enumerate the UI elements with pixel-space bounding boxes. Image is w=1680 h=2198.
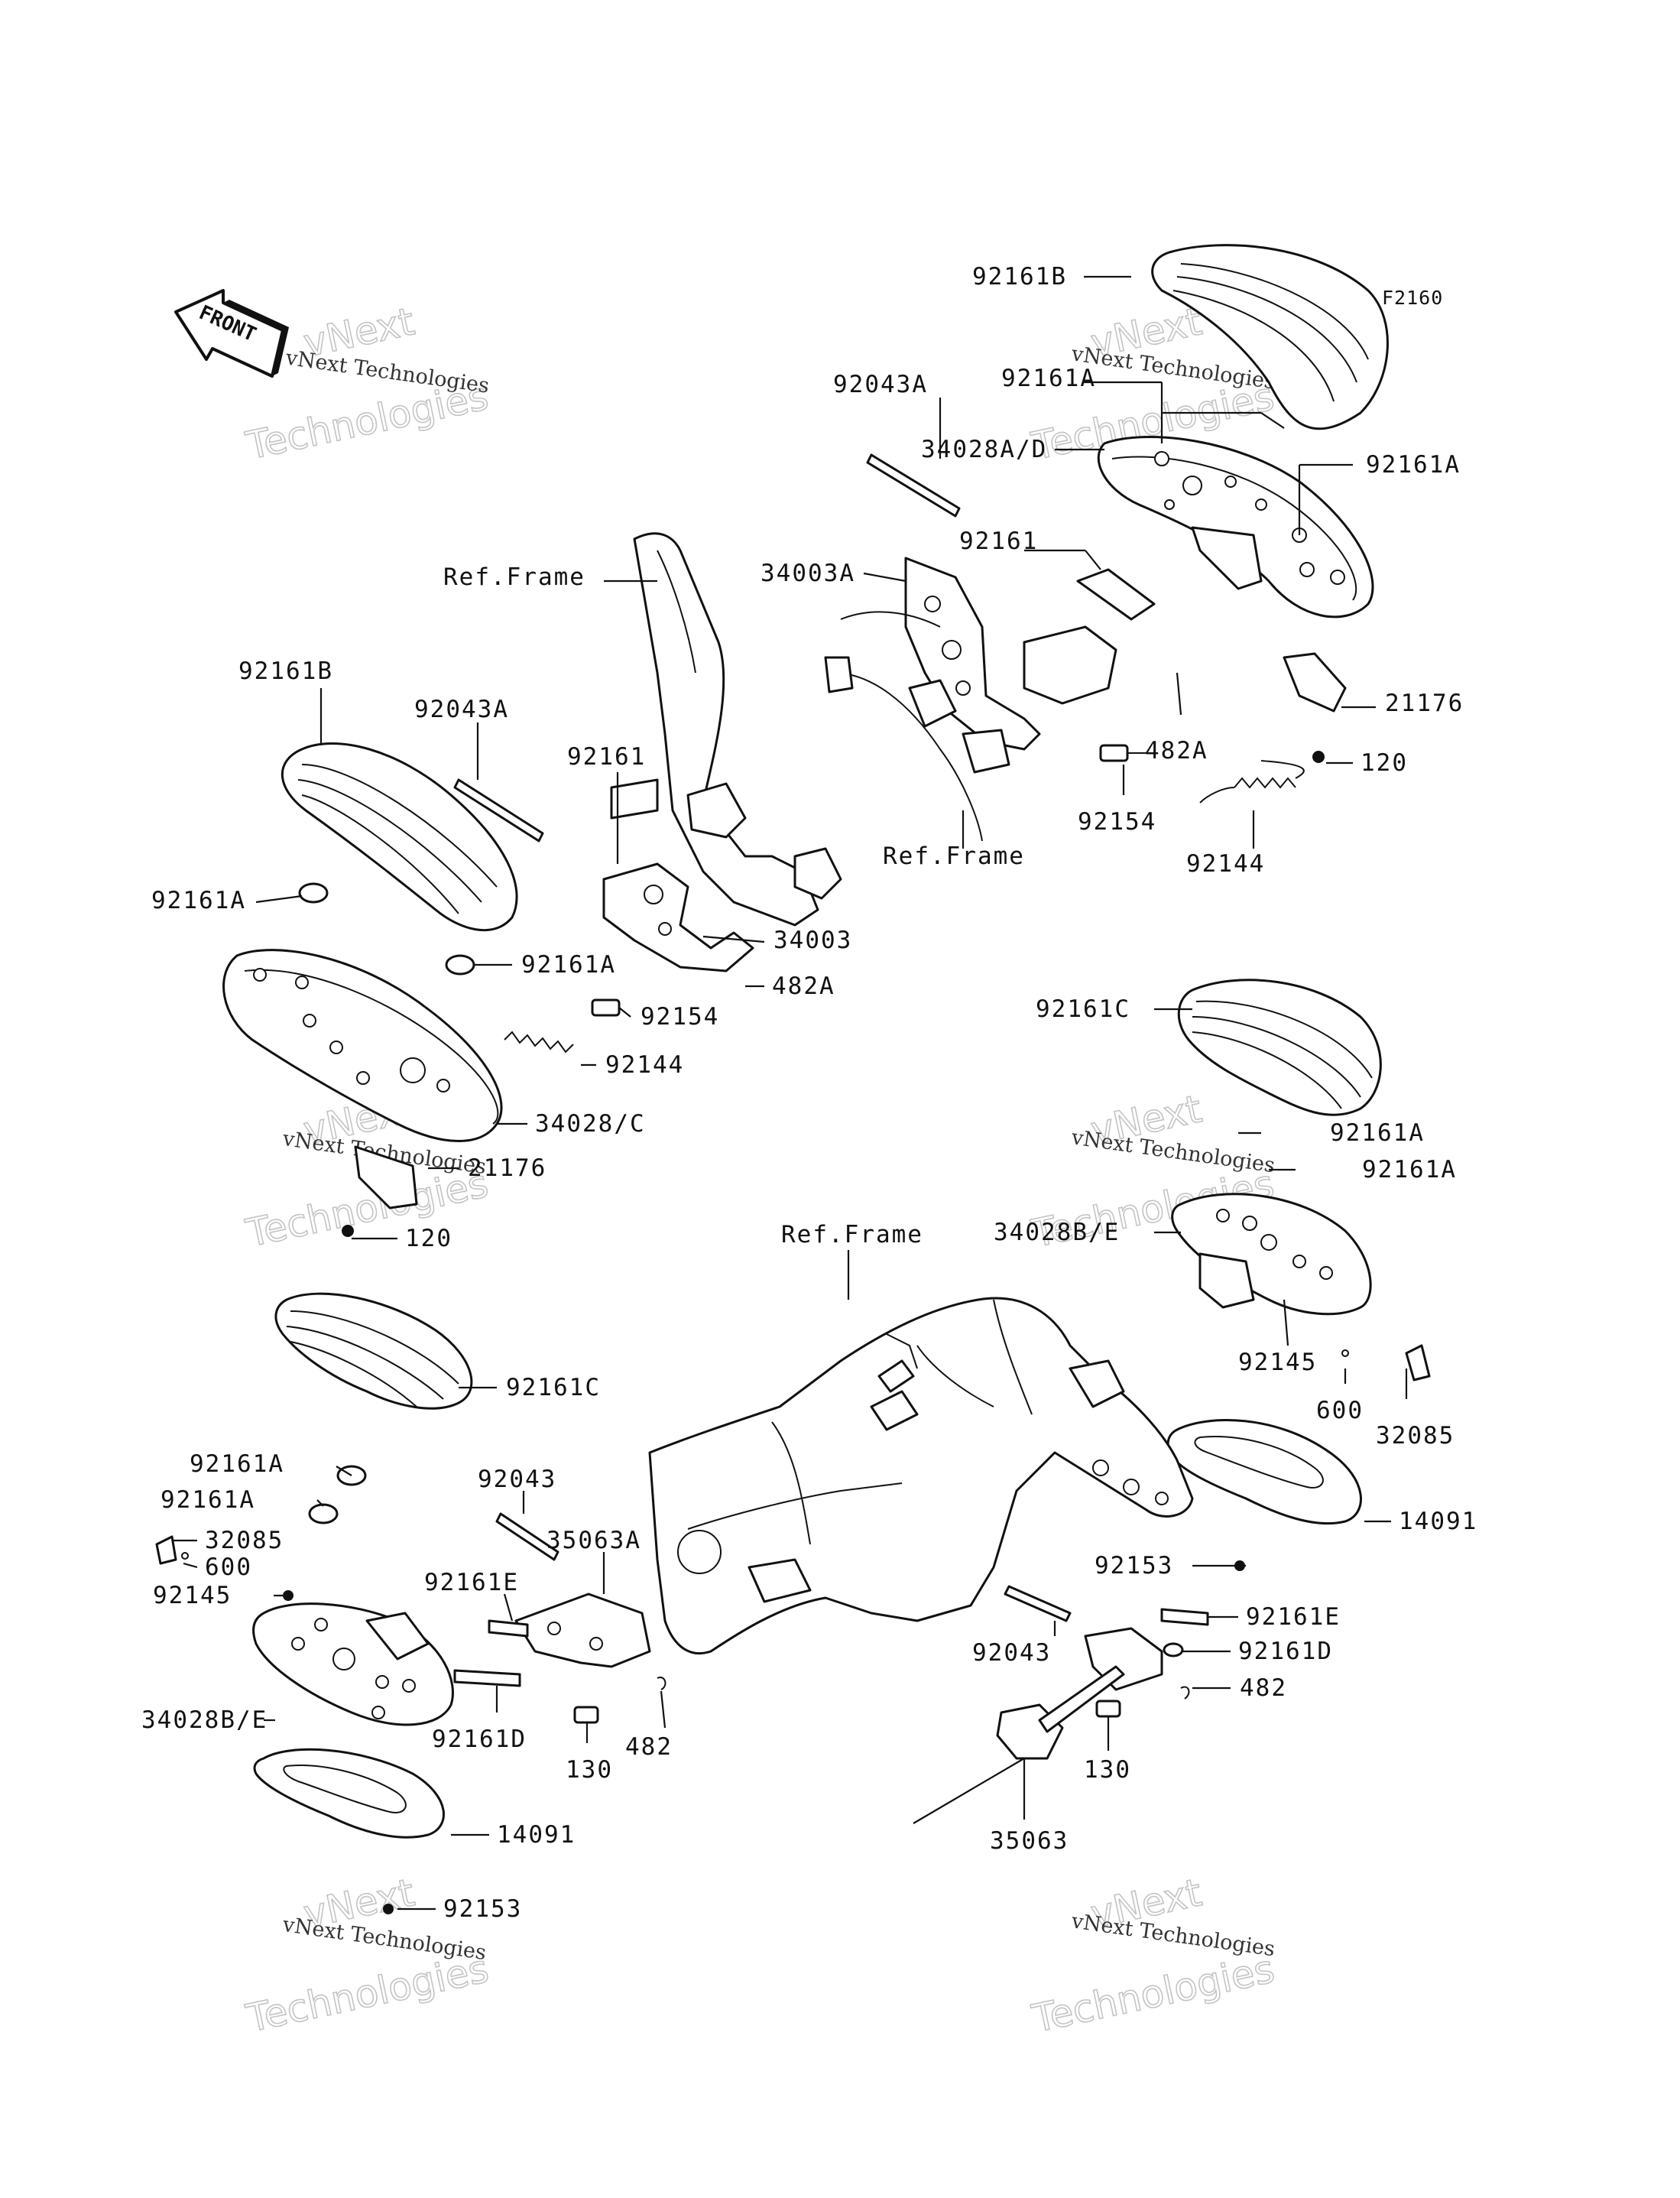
return-spring-upper-right [1199, 760, 1305, 804]
callout-34028BE-right: 34028B/E [994, 1219, 1120, 1246]
callout-34003A: 34003A [761, 560, 855, 587]
callout-21176-top: 21176 [1385, 690, 1464, 717]
callout-92144-left: 92144 [605, 1051, 684, 1079]
floorboard-cover-middle-right [1166, 1344, 1431, 1571]
callout-92161-left: 92161 [567, 743, 646, 771]
callout-92153-left: 92153 [443, 1895, 522, 1923]
callout-92161-top: 92161 [959, 528, 1038, 555]
callout-35063A: 35063A [546, 1527, 641, 1554]
frame-section-center [633, 532, 842, 927]
bolt-92154-upper [1099, 744, 1146, 762]
callout-32085-right: 32085 [1376, 1422, 1455, 1450]
leader-lines [172, 275, 1408, 1911]
floorboard-pad-lower-left [274, 1292, 473, 1410]
callout-34028C: 34028/C [535, 1110, 646, 1138]
callout-34028AD: 34028A/D [921, 436, 1047, 463]
return-spring-upper-left [504, 1031, 574, 1054]
callout-130-right: 130 [1084, 1756, 1131, 1784]
callout-482A-top: 482A [1145, 737, 1208, 765]
front-arrow-icon: FRONT [174, 289, 289, 378]
callout-92043A-top: 92043A [833, 371, 928, 398]
floorboard-base-middle-right [1171, 1193, 1372, 1316]
pivot-pin-upper-right [866, 453, 961, 518]
callout-14091-left: 14091 [497, 1821, 576, 1849]
callout-92161C-right: 92161C [1036, 995, 1130, 1023]
bracket-lower-center [453, 1512, 666, 1724]
callout-92161B-left: 92161B [238, 657, 333, 685]
callout-92161B-top: 92161B [972, 263, 1067, 291]
callout-600-left: 600 [205, 1554, 252, 1581]
callout-32085-left: 32085 [205, 1527, 284, 1554]
callout-ref-frame-left: Ref.Frame [443, 563, 585, 591]
callout-120-left: 120 [405, 1225, 452, 1252]
floorboard-base-lower-left [252, 1602, 454, 1726]
callout-600-right: 600 [1316, 1397, 1364, 1424]
callout-92145-right: 92145 [1238, 1349, 1317, 1376]
callout-130-left: 130 [566, 1756, 613, 1784]
floorboard-pad-upper-right [1151, 244, 1389, 430]
callout-92153-right: 92153 [1095, 1552, 1173, 1580]
callout-34028BE-left: 34028B/E [141, 1706, 268, 1734]
callout-ref-frame-lower: Ref.Frame [781, 1221, 923, 1248]
callout-92161A-right-1: 92161A [1330, 1119, 1425, 1147]
callout-92161A-top: 92161A [1001, 365, 1096, 392]
floorboard-cover-lower-left [253, 1748, 445, 1914]
callout-92161A-right-2: 92161A [1362, 1156, 1457, 1183]
small-parts-upper-left [298, 882, 621, 1237]
callout-92154-top: 92154 [1078, 808, 1156, 836]
floorboard-base-upper-left [222, 949, 503, 1142]
callout-482-right: 482 [1240, 1674, 1287, 1702]
figure-code: F2160 [1382, 287, 1443, 309]
callout-92145-left: 92145 [153, 1582, 232, 1609]
callout-92161A-left: 92161A [151, 887, 246, 914]
callout-ref-frame-right: Ref.Frame [883, 843, 1025, 870]
floorboard-base-upper-right [1097, 436, 1374, 618]
svg-text:Technologies: Technologies [1028, 1946, 1278, 2041]
callout-92043-left: 92043 [478, 1466, 556, 1493]
bracket-upper-right [824, 557, 1156, 842]
callout-92154-left: 92154 [641, 1003, 719, 1031]
callout-482-left: 482 [625, 1733, 673, 1761]
callout-21176-left: 21176 [468, 1154, 546, 1182]
bracket-lower-right [996, 1585, 1209, 1760]
small-parts-lower-left [155, 1465, 367, 1601]
callout-92144-top: 92144 [1186, 850, 1265, 878]
callout-92161A-lower-left-2: 92161A [161, 1486, 255, 1514]
callout-92043-right: 92043 [972, 1639, 1051, 1667]
callout-92161A-lower-left-1: 92161A [190, 1450, 284, 1478]
callout-92161C-lower-left: 92161C [506, 1374, 601, 1401]
callout-482A-left: 482A [772, 972, 835, 1000]
callout-92161D-left: 92161D [432, 1726, 527, 1753]
frame-section-lower [648, 1297, 1194, 1655]
callout-92161E-right: 92161E [1246, 1603, 1341, 1631]
callout-labels: 92161B 92161A 92043A 34028A/D 92161A 921… [141, 263, 1477, 1923]
callout-92161A-top-right: 92161A [1366, 451, 1461, 479]
callout-92043A-left: 92043A [414, 696, 509, 723]
callout-92161D-right: 92161D [1238, 1638, 1333, 1665]
stop-bracket-upper-right [1283, 652, 1347, 763]
callout-14091-right: 14091 [1399, 1508, 1477, 1535]
callout-34003: 34003 [774, 927, 852, 954]
floorboard-pad-middle-right [1177, 979, 1382, 1116]
svg-text:vNext Technologies: vNext Technologies [284, 346, 491, 398]
callout-92161E-left: 92161E [424, 1569, 519, 1596]
callout-35063: 35063 [990, 1827, 1069, 1855]
pivot-pin-upper-left [453, 778, 544, 843]
watermark-bottom-right: vNext Technologies vNext Technologies [1027, 1869, 1279, 2041]
floorboard-pad-upper-left [281, 742, 518, 932]
callout-120-top: 120 [1361, 749, 1408, 777]
callout-92161A-left-2: 92161A [521, 951, 616, 979]
